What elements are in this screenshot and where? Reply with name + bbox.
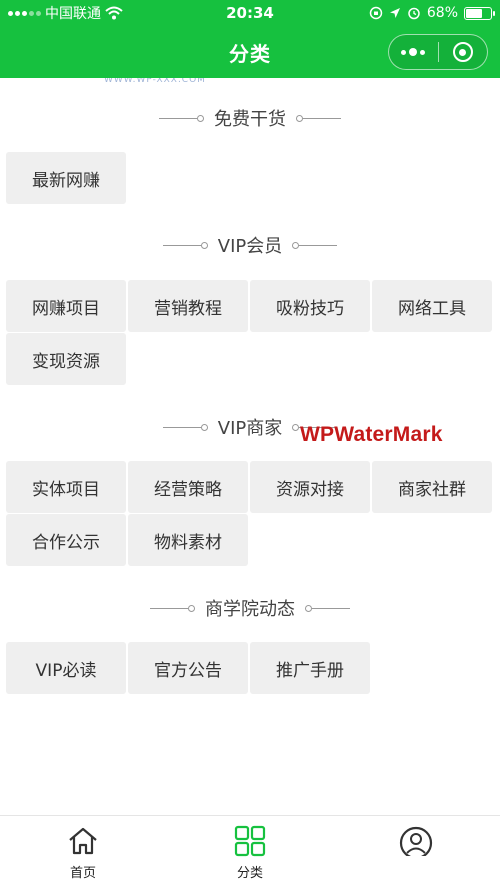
left-ornament bbox=[150, 604, 195, 612]
tab-bar: 首页 分类 bbox=[0, 815, 500, 889]
signal-icon bbox=[8, 10, 41, 16]
section-header: 商学院动态 bbox=[0, 596, 500, 620]
section-header: VIP会员 bbox=[0, 233, 500, 257]
right-ornament bbox=[305, 604, 350, 612]
carrier-name: 中国联通 bbox=[45, 6, 101, 22]
section-title: 商学院动态 bbox=[205, 599, 295, 620]
left-ornament bbox=[162, 423, 208, 431]
faint-text: WWW.WP-XXX.COM bbox=[104, 78, 206, 85]
category-tile[interactable]: 营销教程 bbox=[128, 280, 248, 332]
category-tile[interactable]: 最新网赚 bbox=[6, 152, 126, 204]
section-title: VIP商家 bbox=[217, 418, 283, 439]
battery-fill bbox=[466, 8, 483, 18]
section-title: VIP会员 bbox=[217, 236, 283, 257]
left-ornament bbox=[159, 114, 204, 122]
category-tile[interactable]: 吸粉技巧 bbox=[250, 280, 370, 332]
page-title: 分类 bbox=[229, 41, 271, 66]
section-header: VIP商家 bbox=[0, 415, 500, 439]
section-header: 免费干货 bbox=[0, 106, 500, 130]
user-icon bbox=[399, 824, 433, 858]
watermark: WPWaterMark bbox=[300, 423, 443, 446]
mini-program-capsule bbox=[388, 34, 488, 70]
category-tile[interactable]: 推广手册 bbox=[250, 642, 370, 694]
status-bar: 中国联通 20:34 68% bbox=[0, 0, 500, 26]
section-title: 免费干货 bbox=[214, 109, 286, 130]
category-tile[interactable]: 网赚项目 bbox=[6, 280, 126, 332]
home-icon bbox=[67, 824, 99, 858]
tab-profile[interactable] bbox=[356, 816, 476, 889]
capsule-divider bbox=[437, 42, 439, 62]
category-tile[interactable]: 资源对接 bbox=[250, 461, 370, 513]
more-dots-icon bbox=[401, 48, 426, 56]
right-ornament bbox=[292, 423, 338, 431]
alarm-icon bbox=[408, 7, 420, 20]
location-icon bbox=[389, 8, 400, 18]
category-tile[interactable]: 官方公告 bbox=[128, 642, 248, 694]
more-button[interactable] bbox=[389, 35, 438, 69]
close-mini-program-button[interactable] bbox=[439, 35, 488, 69]
category-tile[interactable]: 经营策略 bbox=[128, 461, 248, 513]
right-ornament bbox=[292, 241, 338, 249]
category-tile[interactable]: 合作公示 bbox=[6, 514, 126, 566]
battery-icon bbox=[464, 6, 495, 20]
tab-label: 首页 bbox=[69, 866, 96, 881]
tab-home[interactable]: 首页 bbox=[23, 816, 143, 889]
tab-label: 分类 bbox=[236, 866, 263, 881]
status-right: 68% bbox=[369, 5, 495, 21]
category-grid-icon bbox=[234, 824, 266, 858]
category-tile[interactable]: 商家社群 bbox=[372, 461, 492, 513]
orientation-lock-icon bbox=[369, 6, 383, 20]
category-tile[interactable]: 实体项目 bbox=[6, 461, 126, 513]
target-icon bbox=[452, 42, 473, 62]
category-tile[interactable]: 物料素材 bbox=[128, 514, 248, 566]
category-tile[interactable]: 变现资源 bbox=[6, 333, 126, 385]
tab-category[interactable]: 分类 bbox=[190, 816, 310, 889]
status-left: 中国联通 bbox=[8, 3, 123, 23]
category-tile[interactable]: 网络工具 bbox=[372, 280, 492, 332]
battery-percent: 68% bbox=[426, 5, 458, 21]
nav-bar: 分类 bbox=[0, 26, 500, 78]
left-ornament bbox=[162, 241, 208, 249]
right-ornament bbox=[296, 114, 341, 122]
wifi-icon bbox=[105, 6, 123, 20]
category-tile[interactable]: VIP必读 bbox=[6, 642, 126, 694]
